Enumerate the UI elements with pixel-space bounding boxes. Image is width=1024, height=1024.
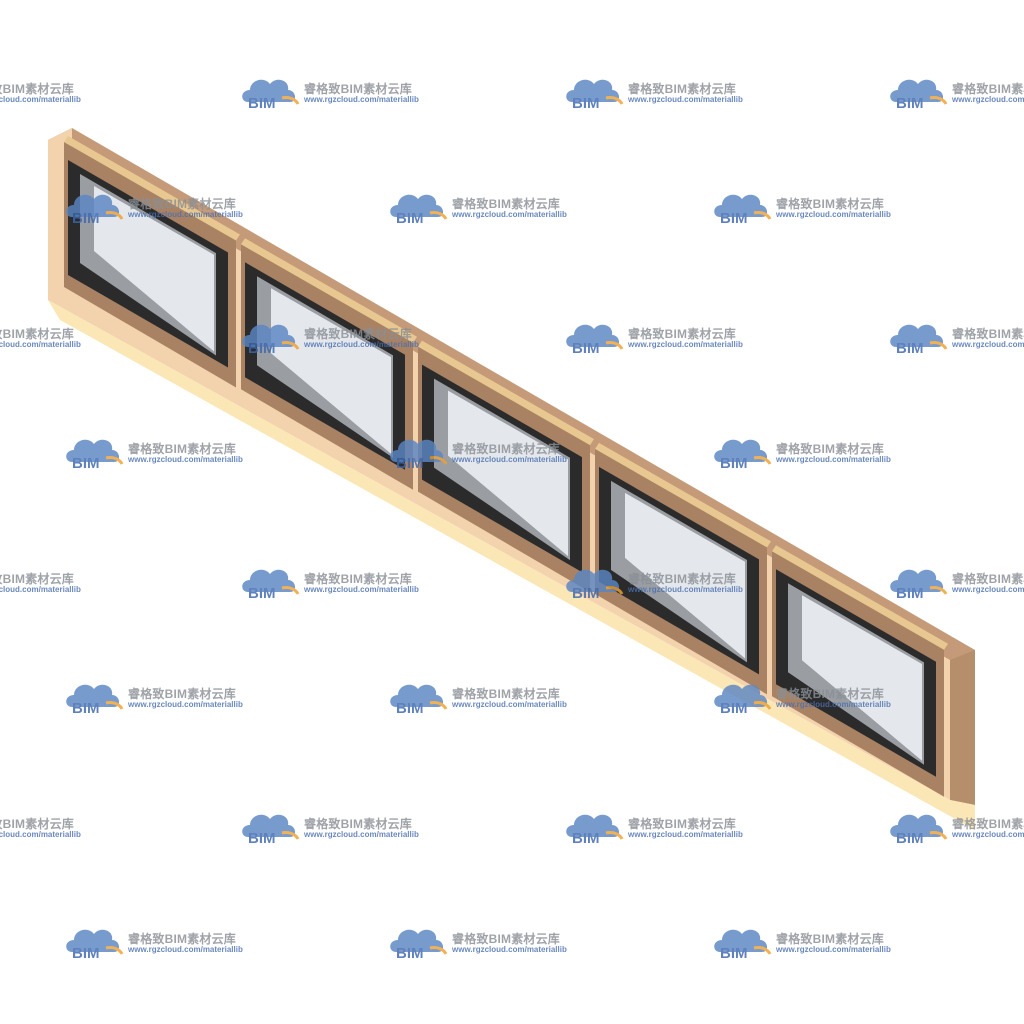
window-3-glass bbox=[448, 390, 568, 557]
window-2-glass bbox=[271, 288, 391, 454]
window-4-head bbox=[595, 442, 771, 548]
window-4-glass bbox=[625, 492, 745, 659]
window-3-head bbox=[418, 340, 594, 446]
window-5-head bbox=[772, 545, 948, 650]
window-2-head bbox=[241, 238, 417, 343]
wall-right-end bbox=[950, 650, 975, 805]
window-1-glass bbox=[94, 186, 214, 352]
wall-sill bbox=[48, 300, 975, 830]
window-5-glass bbox=[802, 595, 922, 761]
window-1-head bbox=[64, 136, 240, 241]
